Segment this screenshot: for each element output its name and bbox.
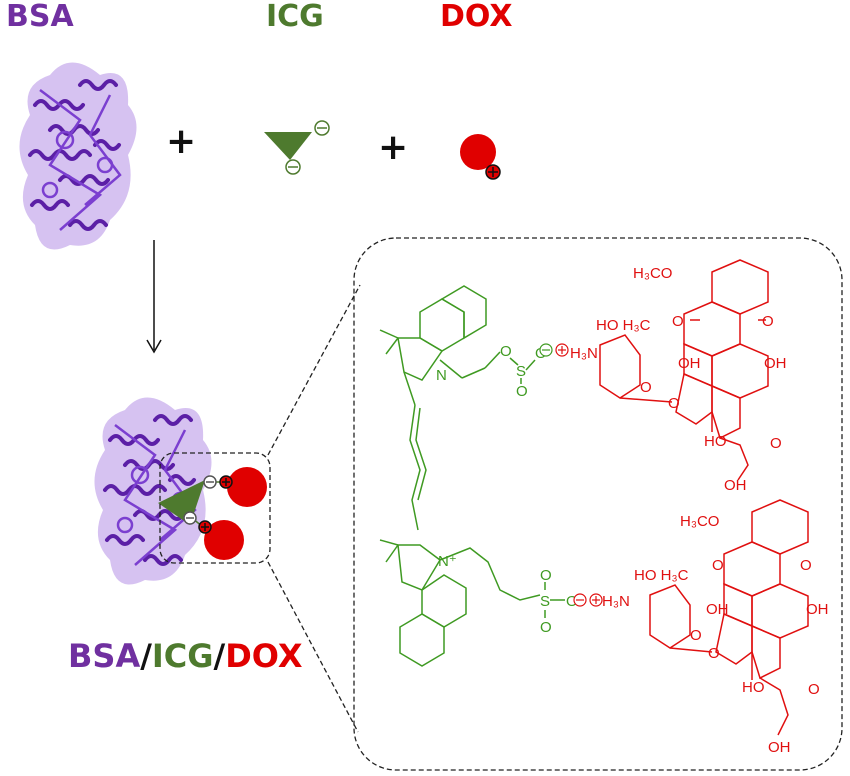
sulfonate-bot-o1: O — [540, 567, 552, 584]
dox-top-oh2: OH — [764, 355, 787, 372]
dox-bot-link-o: O — [708, 645, 720, 662]
sulfonate-bot-s: S — [540, 593, 550, 610]
complex-assembly — [158, 467, 267, 560]
dox-bot-o1: O — [712, 557, 724, 574]
dox-bot-keto: O — [808, 681, 820, 698]
dox-sphere — [204, 520, 244, 560]
dox-top-link-o: O — [668, 395, 680, 412]
dox-bot-ch2oh: OH — [768, 739, 791, 756]
green-triangle-negative-icon — [264, 120, 330, 175]
dox-label: DOX — [440, 0, 513, 34]
zoom-connector-bottom — [267, 561, 359, 733]
dox-top-keto: O — [770, 435, 782, 452]
dox-bot-ho: HO — [742, 679, 765, 696]
dox-top-amine: H₃N — [570, 345, 598, 362]
dox-top-sugar: HO H₃C — [596, 317, 651, 334]
sulfonate-bot-o3: O — [540, 619, 552, 636]
icg-n-label: N — [436, 367, 447, 384]
dox-top-methoxy: H₃CO — [633, 265, 672, 282]
zoom-source-box — [159, 452, 271, 564]
zoom-connector-top — [267, 284, 361, 456]
dox-top-oh1: OH — [678, 355, 701, 372]
dox-bot-oh2: OH — [806, 601, 829, 618]
complex-label: BSA/ICG/DOX — [68, 640, 303, 672]
dox-bot-o2: O — [800, 557, 812, 574]
plus-sign-1: + — [166, 121, 197, 162]
icg-labels: N N⁺ S O O O S O O O — [436, 343, 578, 636]
dox-structure-top — [599, 259, 769, 481]
dox-top-ho: HO — [704, 433, 727, 450]
dox-bot-ring-o: O — [690, 627, 702, 644]
dox-bot-amine: H₃N — [602, 593, 630, 610]
down-arrow-icon — [146, 240, 162, 354]
dox-bot-oh1: OH — [706, 601, 729, 618]
complex-label-dox: DOX — [225, 637, 303, 675]
complex-label-sep1: / — [140, 637, 152, 675]
icg-structure — [379, 285, 541, 667]
complex-label-bsa: BSA — [68, 637, 141, 675]
dox-bot-sugar: HO H₃C — [634, 567, 689, 584]
dox-sphere — [227, 467, 267, 507]
dox-top-ch2oh: OH — [724, 477, 747, 494]
protein-ribbon-icon — [17, 60, 139, 252]
sulfonate-bot-o2: O — [566, 593, 578, 610]
zoom-detail-box — [353, 237, 843, 771]
red-sphere-positive-icon — [460, 134, 501, 180]
dox-top-ring-o: O — [640, 379, 652, 396]
dox-top-o1: O — [672, 313, 684, 330]
dox-structure-bottom — [649, 499, 809, 736]
dox-bot-methoxy: H₃CO — [680, 513, 719, 530]
icg-n-plus-label: N⁺ — [438, 553, 457, 570]
plus-sign-2: + — [378, 127, 409, 168]
complex-label-sep2: / — [213, 637, 226, 675]
icg-label: ICG — [266, 0, 324, 34]
bsa-label: BSA — [6, 0, 74, 34]
ion-pair-charges — [539, 343, 603, 607]
sulfonate-top-s: S — [516, 363, 526, 380]
sulfonate-top-o3: O — [516, 383, 528, 400]
icg-sulfonates — [509, 357, 565, 618]
sulfonate-top-o1: O — [500, 343, 512, 360]
dox-labels: H₃CO O O OH OH HO H₃C H₃N O O HO O OH H₃… — [570, 265, 829, 756]
dox-top-o2: O — [762, 313, 774, 330]
complex-label-icg: ICG — [151, 637, 214, 675]
